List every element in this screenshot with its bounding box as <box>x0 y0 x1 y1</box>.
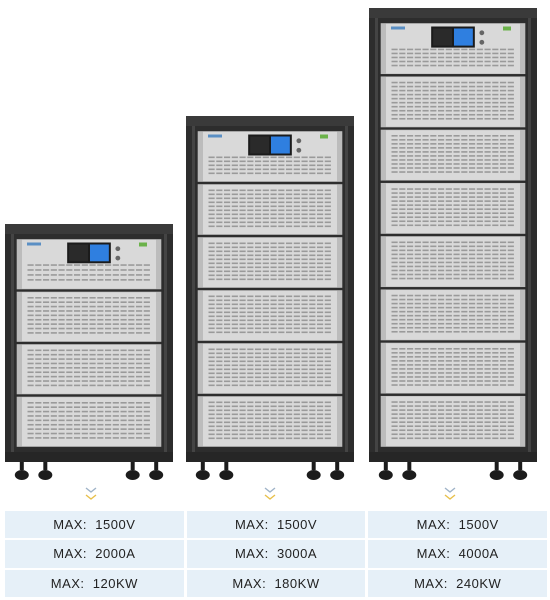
spec-current: MAX: 3000A <box>186 540 366 568</box>
spec-power: MAX: 120KW <box>5 569 184 597</box>
cabinet-small-image <box>5 224 173 480</box>
spec-value: 1500V <box>458 517 499 533</box>
spec-current: MAX: 4000A <box>368 540 548 568</box>
spec-label: MAX: <box>53 517 88 533</box>
chevron-down-icon <box>85 487 97 500</box>
cabinet-small <box>5 224 173 484</box>
cabinet-large-image <box>369 8 537 480</box>
cabinet-large <box>369 8 537 484</box>
spec-label: MAX: <box>416 546 451 562</box>
spec-table: MAX: 1500V MAX: 2000A MAX: 120KW MAX: 15… <box>5 511 548 597</box>
spec-current: MAX: 2000A <box>5 540 184 568</box>
spec-value: 240KW <box>456 575 502 591</box>
spec-label: MAX: <box>50 575 85 591</box>
spec-value: 3000A <box>276 546 318 562</box>
spec-column-medium: MAX: 1500V MAX: 3000A MAX: 180KW <box>186 511 366 597</box>
spec-label: MAX: <box>234 546 269 562</box>
spec-value: 120KW <box>92 575 138 591</box>
spec-label: MAX: <box>416 517 451 533</box>
cabinet-medium-image <box>186 116 354 480</box>
spec-value: 2000A <box>95 546 136 562</box>
spec-label: MAX: <box>234 517 269 533</box>
cabinet-medium <box>186 116 354 484</box>
spec-value: 4000A <box>458 546 499 562</box>
spec-power: MAX: 240KW <box>368 569 548 597</box>
spec-value: 1500V <box>276 517 318 533</box>
spec-power: MAX: 180KW <box>186 569 366 597</box>
spec-label: MAX: <box>232 575 267 591</box>
spec-label: MAX: <box>414 575 448 591</box>
spec-voltage: MAX: 1500V <box>186 511 366 539</box>
spec-column-large: MAX: 1500V MAX: 4000A MAX: 240KW <box>368 511 548 597</box>
chevron-down-icon <box>264 487 276 500</box>
spec-value: 1500V <box>95 517 136 533</box>
chevron-down-icon <box>444 487 456 500</box>
spec-column-small: MAX: 1500V MAX: 2000A MAX: 120KW <box>5 511 184 597</box>
spec-label: MAX: <box>53 546 88 562</box>
spec-voltage: MAX: 1500V <box>368 511 548 539</box>
spec-value: 180KW <box>274 575 320 591</box>
spec-voltage: MAX: 1500V <box>5 511 184 539</box>
